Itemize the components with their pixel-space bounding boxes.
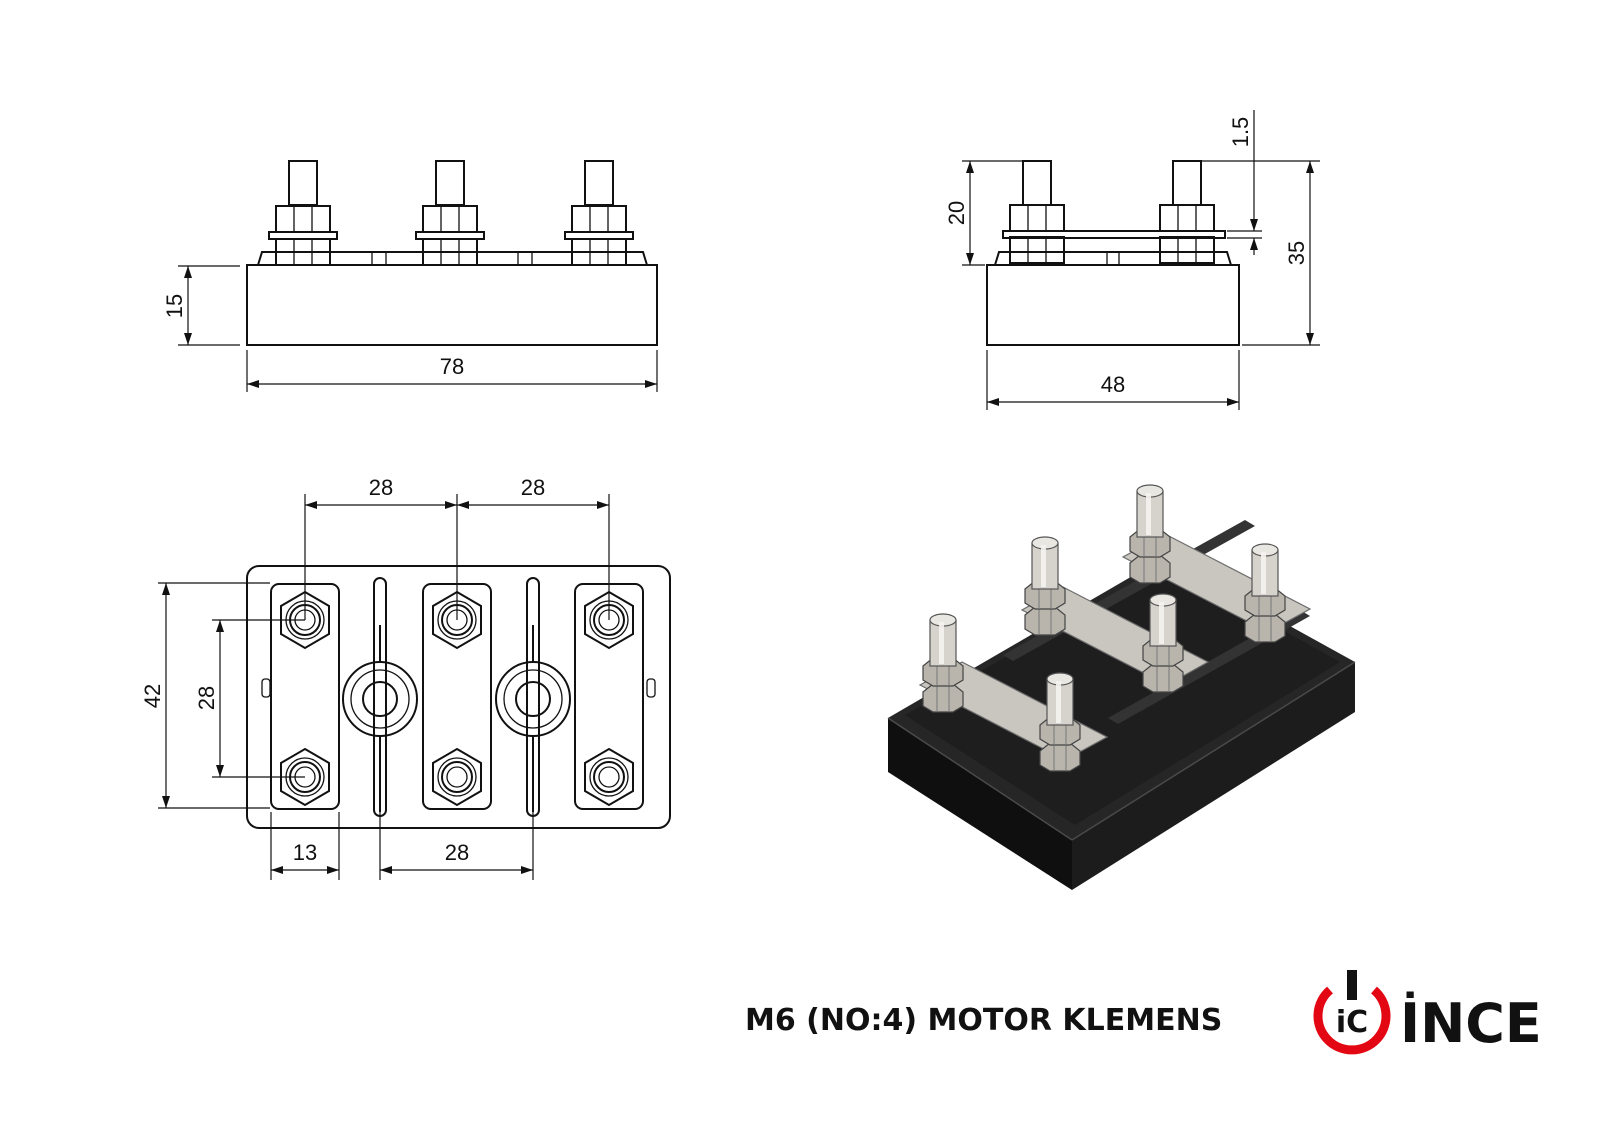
dim-side-width-text: 48 bbox=[1101, 372, 1125, 397]
stud-assembly-5 bbox=[1129, 484, 1171, 584]
front-body bbox=[246, 264, 658, 346]
dim-side-washer-text: 1.5 bbox=[1228, 117, 1253, 148]
base-side-right bbox=[1072, 662, 1355, 890]
top-body-outline bbox=[246, 565, 671, 829]
stud-assembly-3 bbox=[1024, 536, 1066, 636]
mounting-boss-1 bbox=[342, 577, 418, 817]
logo-mark-text: iC bbox=[1336, 1005, 1368, 1040]
dim-side-stud: 20 bbox=[944, 160, 1022, 266]
dim-top-stud-spacing: 28 bbox=[194, 619, 305, 778]
mounting-boss-2 bbox=[495, 577, 571, 817]
logo-brand-text: İNCE bbox=[1400, 992, 1542, 1055]
dim-top-depth-text: 42 bbox=[140, 684, 165, 708]
dim-top-slot-spacing: 28 bbox=[379, 812, 534, 880]
product-title: M6 (NO:4) MOTOR KLEMENS bbox=[745, 1003, 1223, 1038]
side-body bbox=[986, 264, 1240, 346]
front-studs bbox=[268, 160, 634, 266]
top-nuts bbox=[280, 591, 634, 806]
dim-front-height-text: 15 bbox=[162, 294, 187, 318]
side-link-plate bbox=[1002, 230, 1226, 239]
dim-top-depth: 42 bbox=[140, 582, 270, 809]
dim-front-height: 15 bbox=[162, 265, 240, 346]
isometric-render bbox=[887, 484, 1356, 890]
stud-assembly-1 bbox=[922, 613, 964, 713]
stud-assembly-6 bbox=[1244, 543, 1286, 643]
dim-front-width: 78 bbox=[246, 350, 658, 392]
brand-logo: iC İNCE bbox=[1313, 970, 1542, 1055]
dim-side-washer: 1.5 bbox=[1227, 110, 1262, 255]
dim-top-pitch: 28 28 bbox=[304, 475, 610, 620]
dim-top-slot-spacing-text: 28 bbox=[445, 840, 469, 865]
dim-side-width: 48 bbox=[986, 350, 1240, 410]
dim-side-total-height-text: 35 bbox=[1284, 241, 1309, 265]
dim-top-stud-spacing-text: 28 bbox=[194, 686, 219, 710]
base-side-left bbox=[888, 718, 1072, 890]
dim-side-stud-text: 20 bbox=[944, 201, 969, 225]
dim-top-edge-offset-text: 13 bbox=[293, 840, 317, 865]
power-ring-icon bbox=[1313, 970, 1391, 1055]
dim-top-pitch-right-text: 28 bbox=[521, 475, 545, 500]
top-view: 28 28 42 28 13 bbox=[140, 475, 671, 880]
front-body-top-bevel bbox=[257, 251, 648, 266]
front-view: 15 78 bbox=[162, 160, 658, 392]
dim-top-pitch-left-text: 28 bbox=[369, 475, 393, 500]
side-view: 20 1.5 35 48 bbox=[944, 110, 1320, 410]
dim-top-edge-offset: 13 bbox=[270, 812, 340, 880]
dim-side-total-height: 35 bbox=[1197, 160, 1320, 346]
dim-front-width-text: 78 bbox=[440, 354, 464, 379]
